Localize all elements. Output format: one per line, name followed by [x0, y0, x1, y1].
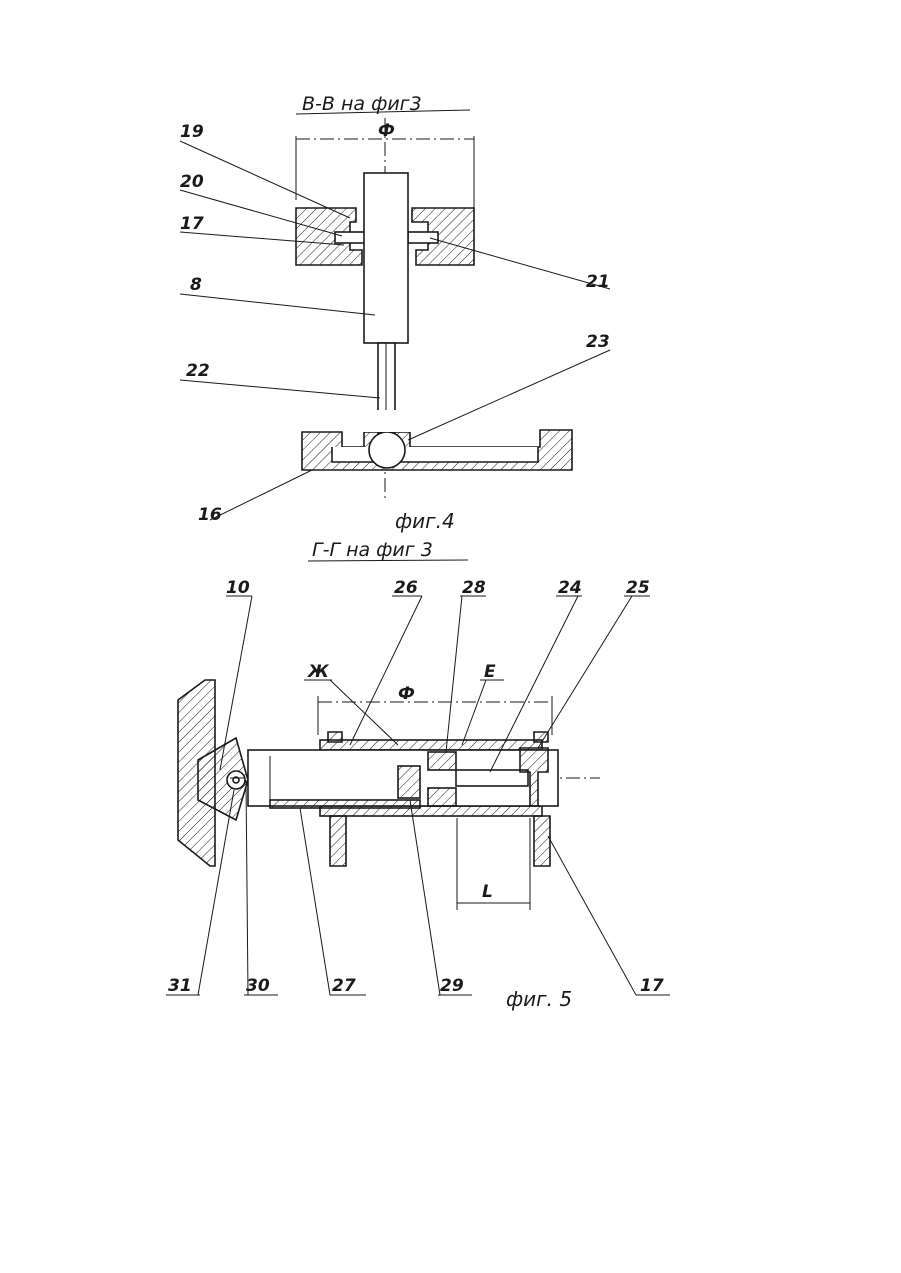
fig4-ball-joint	[369, 432, 405, 468]
fig4-body-8	[364, 173, 408, 343]
fig4-left-pin	[335, 232, 365, 243]
fig5-leader-17	[548, 836, 636, 995]
fig4-label-17: 17	[180, 214, 204, 234]
fig4-caption: фиг.4	[395, 509, 455, 533]
fig4-ball-socket-gap	[360, 410, 412, 432]
fig4-label-23: 23	[586, 332, 610, 352]
fig5-leader-27	[300, 808, 330, 995]
fig5-leader-28	[446, 596, 462, 752]
fig5-housing-top-wall	[320, 740, 542, 750]
fig5-label-28: 28	[462, 578, 486, 598]
fig5-label-31: 31	[168, 976, 192, 996]
fig4-label-21: 21	[586, 272, 610, 292]
fig5-label-24: 24	[558, 578, 582, 598]
fig5-label-27: 27	[332, 976, 356, 996]
fig5-label-17: 17	[640, 976, 664, 996]
fig5-label-25: 25	[626, 578, 650, 598]
fig5-housing-leg-right	[534, 816, 550, 866]
fig4-label-20: 20	[180, 172, 204, 192]
fig4-label-16: 16	[198, 505, 222, 525]
fig4-base-channel	[332, 447, 538, 462]
fig5-label-L: L	[482, 882, 493, 902]
fig4-dim-symbol: Ф	[378, 121, 395, 141]
fig5-caption: фиг. 5	[506, 987, 572, 1011]
fig5-leader-29	[410, 800, 440, 995]
fig5-dim-symbol: Ф	[398, 684, 415, 704]
fig4-label-22: 22	[186, 361, 210, 381]
fig5-housing-leg-left	[330, 816, 346, 866]
fig5-leader-E	[462, 680, 486, 745]
fig5-cylinder-lower-wall	[270, 800, 420, 808]
fig5-label-26: 26	[394, 578, 418, 598]
fig5-label-Zh: Ж	[307, 662, 330, 682]
fig5-leader-30	[246, 780, 248, 995]
fig5-label-10: 10	[226, 578, 250, 598]
fig4-leader-22	[180, 380, 380, 398]
fig4-right-pin	[408, 232, 438, 243]
fig4-leader-23	[408, 350, 610, 440]
fig5-section-title: Г-Г на фиг 3	[312, 539, 433, 561]
figure-5: Г-Г на фиг 3 Ф	[166, 539, 670, 1011]
fig5-label-E: Е	[484, 662, 496, 682]
fig5-label-29: 29	[440, 976, 464, 996]
figure-4: В-В на фиг3 Ф 19 20	[180, 93, 610, 533]
fig4-leader-19	[180, 141, 350, 218]
fig5-leader-26	[350, 596, 422, 745]
fig4-label-8: 8	[190, 275, 202, 295]
fig5-rod-24	[456, 770, 528, 786]
fig5-leader-25	[538, 596, 632, 748]
fig4-label-19: 19	[180, 122, 204, 142]
fig5-piston-29	[398, 766, 420, 798]
fig4-leader-16	[210, 470, 312, 520]
fig4-leader-8	[180, 294, 375, 315]
fig5-seal-upper	[428, 752, 456, 770]
fig5-seal-lower	[428, 788, 456, 806]
fig5-label-30: 30	[246, 976, 270, 996]
